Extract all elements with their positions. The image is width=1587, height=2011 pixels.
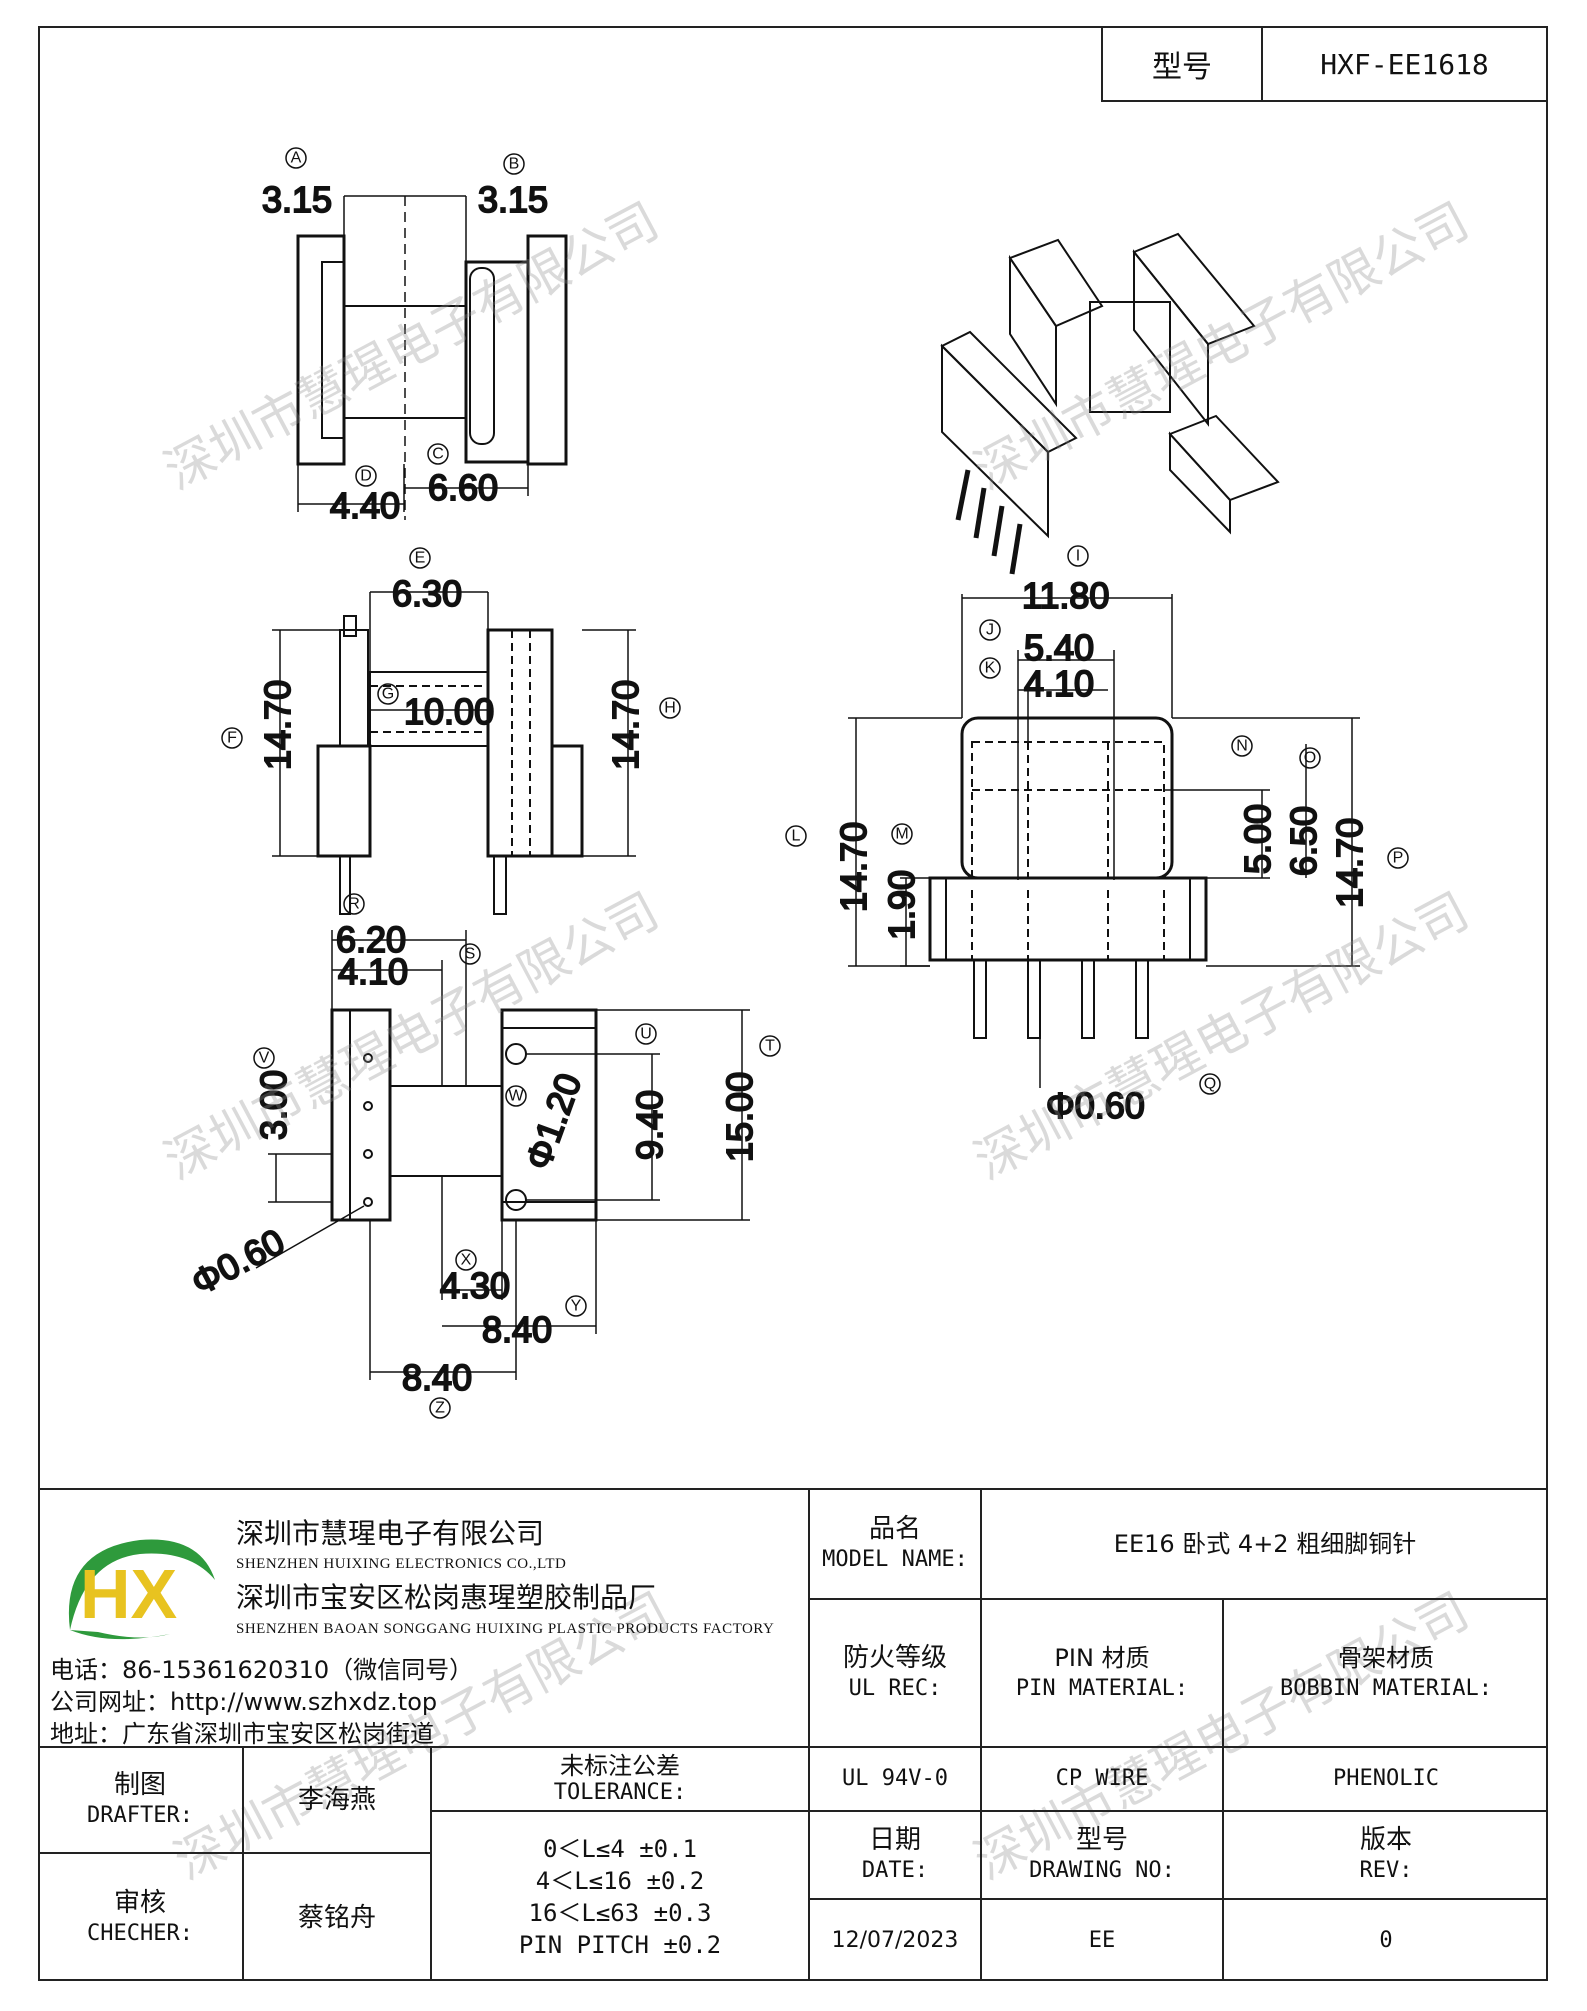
callout-u: U xyxy=(640,1026,652,1043)
callout-x: X xyxy=(461,1252,472,1269)
view-isometric xyxy=(940,232,1280,575)
callout-l: L xyxy=(792,828,801,845)
callout-n: N xyxy=(1236,738,1248,755)
dim-w: Φ1.20 xyxy=(517,1068,589,1175)
model-label: 型号 xyxy=(1103,28,1263,100)
bobbin-material-label: 骨架材质 BOBBIN MATERIAL: xyxy=(1222,1600,1548,1746)
callout-s: S xyxy=(465,946,476,963)
callout-q: Q xyxy=(1204,1076,1216,1093)
pin-material-value: CP WIRE xyxy=(980,1748,1222,1812)
view-bottom-plan xyxy=(255,930,750,1380)
callout-v: V xyxy=(259,1050,270,1067)
tolerance-line: 16＜L≤63 ±0.3 xyxy=(528,1898,712,1927)
dim-q: Φ0.60 xyxy=(1046,1085,1145,1126)
dim-n: 5.00 xyxy=(1237,804,1278,874)
dim-s: 4.10 xyxy=(338,951,408,992)
dim-h: 14.70 xyxy=(605,680,646,770)
view-end-elevation xyxy=(848,594,1360,1088)
dim-d: 4.40 xyxy=(330,485,400,526)
tolerance-table: 0＜L≤4 ±0.1 4＜L≤16 ±0.2 16＜L≤63 ±0.3 PIN … xyxy=(430,1812,808,1981)
callout-h: H xyxy=(664,700,676,717)
callout-c: C xyxy=(432,446,444,463)
address: 地址：广东省深圳市宝安区松岗街道 xyxy=(50,1720,434,1748)
date-value: 12/07/2023 xyxy=(808,1900,980,1981)
model-value: HXF-EE1618 xyxy=(1320,47,1489,81)
dim-f: 14.70 xyxy=(257,680,298,770)
dim-e: 6.30 xyxy=(392,573,462,614)
checker-label: 审核 CHECHER: xyxy=(87,1887,193,1946)
callout-t: T xyxy=(765,1038,775,1055)
drawing-frame xyxy=(38,26,1548,1981)
dim-j: 5.40 xyxy=(1024,627,1094,668)
callout-e: E xyxy=(415,550,426,567)
title-block: HX 深圳市慧瑆电子有限公司 SHENZHEN HUIXING ELECTRON… xyxy=(38,1488,1548,1981)
ul-label: 防火等级 UL REC: xyxy=(808,1600,980,1746)
callout-j: J xyxy=(986,622,994,639)
callout-p: P xyxy=(1393,850,1404,867)
ul-value: UL 94V-0 xyxy=(808,1748,980,1812)
callout-d: D xyxy=(360,468,372,485)
dim-x: 4.30 xyxy=(440,1265,510,1306)
bobbin-material-value: PHENOLIC xyxy=(1222,1748,1548,1812)
view-side-top-left xyxy=(296,195,568,520)
callout-o: O xyxy=(1304,750,1316,767)
model-name-label: 品名 MODEL NAME: xyxy=(808,1490,980,1600)
company-name-en: SHENZHEN HUIXING ELECTRONICS CO.,LTD xyxy=(236,1556,567,1572)
callout-f: F xyxy=(227,730,237,747)
dim-c: 6.60 xyxy=(428,467,498,508)
callout-g: G xyxy=(382,686,394,703)
factory-name-en: SHENZHEN BAOAN SONGGANG HUIXING PLASTIC … xyxy=(236,1621,775,1637)
pin-material-label: PIN 材质 PIN MATERIAL: xyxy=(980,1600,1222,1746)
dim-g: 10.00 xyxy=(404,691,494,732)
company-info: HX 深圳市慧瑆电子有限公司 SHENZHEN HUIXING ELECTRON… xyxy=(38,1490,808,1753)
dim-m: 1.90 xyxy=(881,870,922,940)
technical-drawing: 3.15 3.15 6.60 4.40 6.30 14.70 10.00 14.… xyxy=(184,147,1409,1419)
callout-r: R xyxy=(348,896,360,913)
drawing-no-label: 型号 DRAWING NO: xyxy=(980,1812,1222,1900)
dim-v: 3.00 xyxy=(253,1070,294,1140)
company-name-cn: 深圳市慧瑆电子有限公司 xyxy=(236,1517,545,1550)
callout-b: B xyxy=(509,156,520,173)
dim-k: 4.10 xyxy=(1024,663,1094,704)
drafter-label: 制图 DRAFTER: xyxy=(38,1748,242,1854)
dim-y: 8.40 xyxy=(482,1309,552,1350)
dim-o: 6.50 xyxy=(1283,806,1324,876)
dim-b: 3.15 xyxy=(478,179,548,220)
drafter-name: 李海燕 xyxy=(242,1748,430,1854)
model-name-value: EE16 卧式 4+2 粗细脚铜针 xyxy=(980,1490,1548,1600)
dim-a: 3.15 xyxy=(262,179,332,220)
callout-i: I xyxy=(1076,548,1080,565)
callout-a: A xyxy=(291,150,302,167)
dim-l: 14.70 xyxy=(833,822,874,912)
checker-name: 蔡铭舟 xyxy=(242,1854,430,1981)
rev-value: 0 xyxy=(1222,1900,1548,1981)
phone: 电话：86-15361620310（微信同号） xyxy=(50,1656,474,1684)
dim-i: 11.80 xyxy=(1022,575,1109,616)
callout-z: Z xyxy=(435,1400,445,1417)
logo-text: HX xyxy=(80,1555,178,1633)
company-logo: HX xyxy=(68,1539,215,1640)
drawing-no-value: EE xyxy=(980,1900,1222,1981)
tolerance-label: 未标注公差 TOLERANCE: xyxy=(430,1748,808,1812)
callout-y: Y xyxy=(571,1298,582,1315)
dim-pin-diameter: Φ0.60 xyxy=(185,1220,291,1303)
factory-name-cn: 深圳市宝安区松岗惠瑆塑胶制品厂 xyxy=(236,1581,657,1614)
view-front-elevation xyxy=(272,591,636,915)
rev-label: 版本 REV: xyxy=(1222,1812,1548,1900)
tolerance-line: 4＜L≤16 ±0.2 xyxy=(535,1866,705,1895)
callout-w: W xyxy=(508,1088,524,1105)
tolerance-line: PIN PITCH ±0.2 xyxy=(518,1930,722,1959)
callout-m: M xyxy=(895,826,908,843)
dim-u: 9.40 xyxy=(629,1090,670,1160)
dim-t: 15.00 xyxy=(719,1072,760,1162)
dim-p: 14.70 xyxy=(1329,818,1370,908)
dim-r: 6.20 xyxy=(336,919,406,960)
date-label: 日期 DATE: xyxy=(808,1812,980,1900)
model-number-box: 型号 HXF-EE1618 xyxy=(1101,26,1548,102)
divider xyxy=(38,1746,1548,1748)
tolerance-line: 0＜L≤4 ±0.1 xyxy=(542,1834,698,1863)
website: 公司网址：http://www.szhxdz.top xyxy=(50,1688,438,1716)
dim-z: 8.40 xyxy=(402,1357,472,1398)
callout-k: K xyxy=(985,660,996,677)
